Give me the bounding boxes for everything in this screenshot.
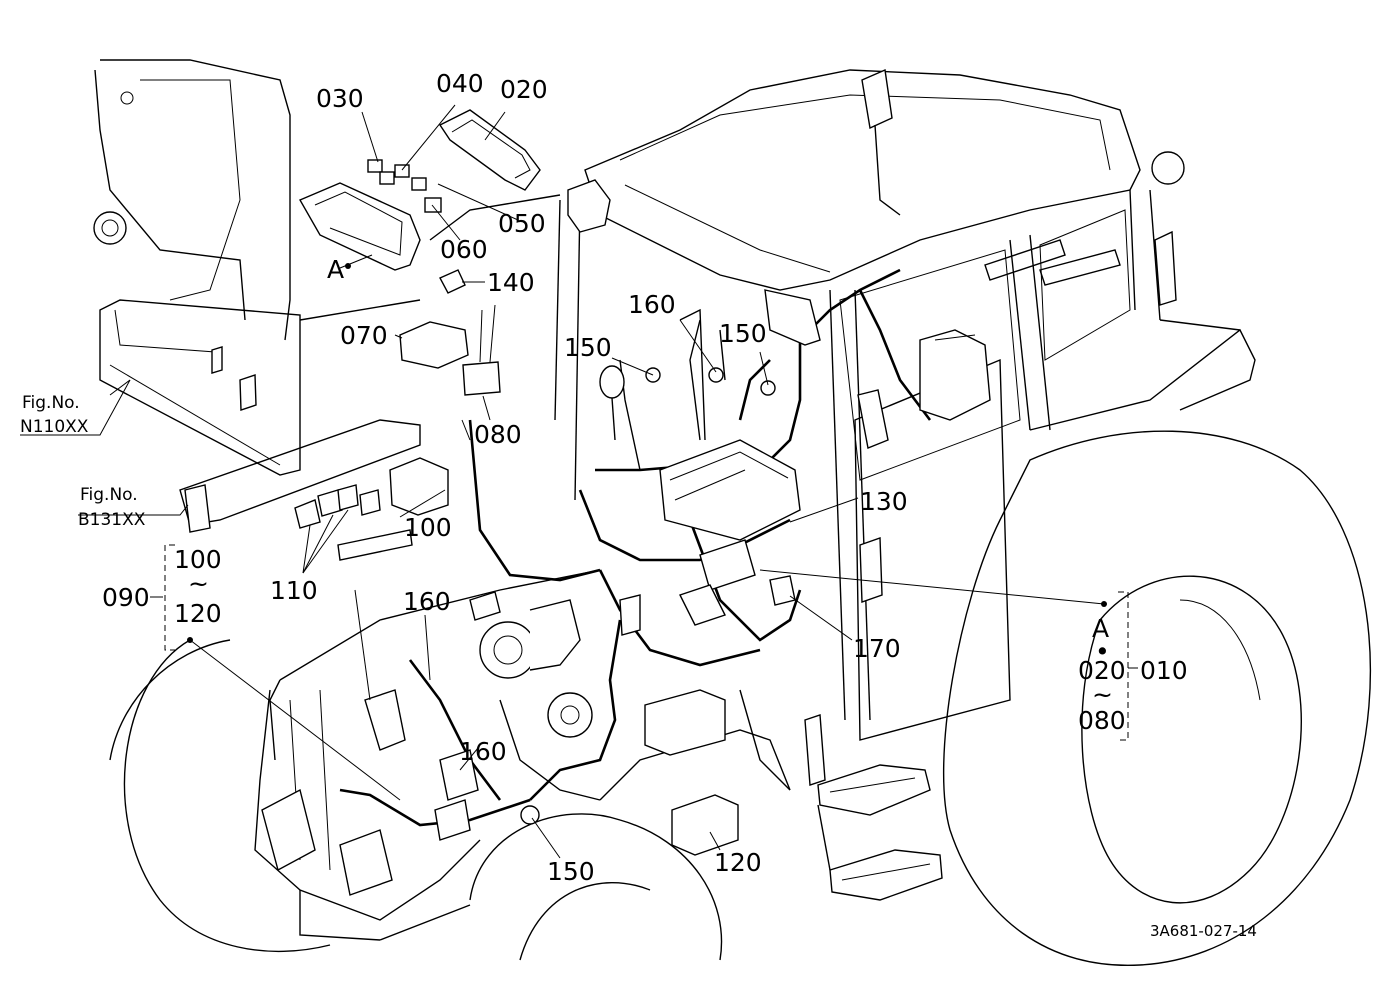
callout-labels: 030 040 020 050 060 A 140 070 080 100 11… (102, 69, 1188, 886)
figure-code: 3A681-027-14 (1150, 922, 1257, 940)
group-010-from: 020 (1078, 656, 1126, 685)
fig-ref-code: N110XX (20, 417, 89, 437)
callout-160-b: 160 (403, 587, 451, 616)
callout-150-a: 150 (564, 333, 612, 362)
callout-150-b: 150 (719, 319, 767, 348)
callout-050: 050 (498, 209, 546, 238)
callout-150-c: 150 (547, 857, 595, 886)
group-090-to: 120 (174, 599, 222, 628)
group-bracket-010 (1118, 591, 1138, 741)
callout-080: 080 (474, 420, 522, 449)
group-090-sep: ~ (188, 569, 209, 598)
callout-160-c: 160 (459, 737, 507, 766)
group-010-sep: ~ (1092, 680, 1113, 709)
group-bracket-090 (150, 544, 175, 651)
tractor-body-art (93, 59, 1372, 967)
fig-ref-n110xx: Fig.No. N110XX (20, 393, 89, 437)
electrical-components (294, 109, 991, 856)
fig-ref-prefix: Fig.No. (22, 393, 80, 413)
callout-070: 070 (340, 321, 388, 350)
leader-lines (20, 104, 1107, 859)
callout-040: 040 (436, 69, 484, 98)
group-010-dot: • (1095, 637, 1110, 666)
callout-110: 110 (270, 576, 318, 605)
callout-170: 170 (853, 634, 901, 663)
callout-030: 030 (316, 84, 364, 113)
group-010-A: A (1092, 614, 1109, 643)
callout-120: 120 (714, 848, 762, 877)
group-010-to: 080 (1078, 706, 1126, 735)
group-010-range: A • 020 ~ 080 (1078, 614, 1126, 735)
group-090-from: 100 (174, 545, 222, 574)
callout-020: 020 (500, 75, 548, 104)
callout-160-a: 160 (628, 290, 676, 319)
group-090-range: 100 ~ 120 (174, 545, 222, 628)
callout-090: 090 (102, 583, 150, 612)
fig-ref-b131xx: Fig.No. B131XX (78, 485, 146, 530)
callout-100: 100 (404, 513, 452, 542)
callout-A-fusebox: A (327, 255, 344, 284)
callout-060: 060 (440, 235, 488, 264)
callout-140: 140 (487, 268, 535, 297)
callout-130: 130 (860, 487, 908, 516)
callout-010: 010 (1140, 656, 1188, 685)
fig-ref-code: B131XX (78, 510, 146, 530)
fig-ref-prefix: Fig.No. (80, 485, 138, 505)
